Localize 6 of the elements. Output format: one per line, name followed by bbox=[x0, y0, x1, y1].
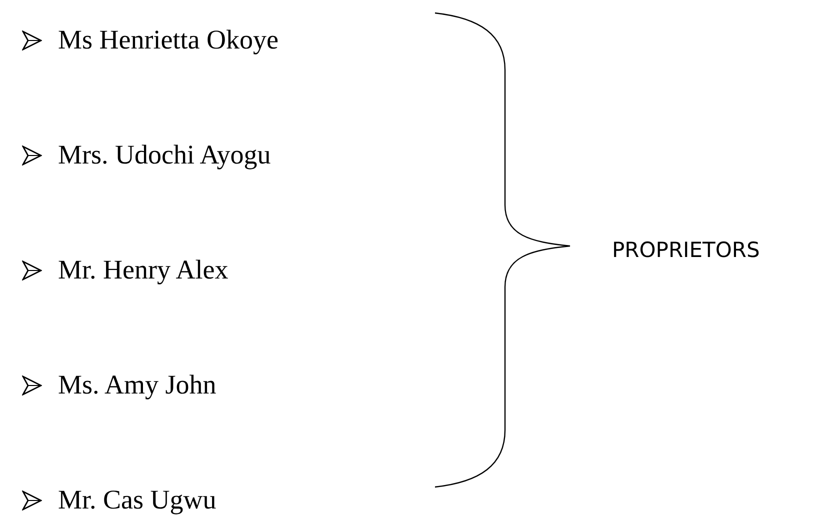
list-item-text: Mr. Cas Ugwu bbox=[58, 484, 216, 516]
list-item-text: Ms Henrietta Okoye bbox=[58, 24, 278, 56]
list-item-text: Mrs. Udochi Ayogu bbox=[58, 140, 271, 170]
list-item-text: Ms. Amy John bbox=[58, 370, 216, 400]
group-label: PROPRIETORS bbox=[612, 238, 760, 262]
list-item-text: Mr. Henry Alex bbox=[58, 254, 228, 286]
